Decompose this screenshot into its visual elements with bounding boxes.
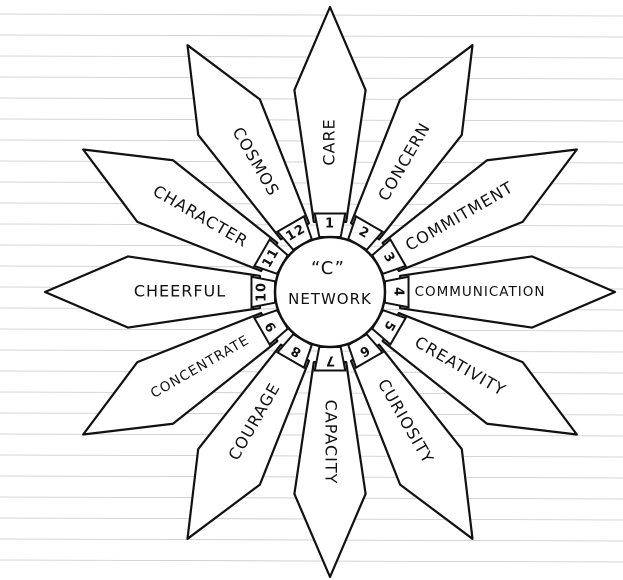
number-badge-label: 1	[325, 217, 335, 232]
petal-label-communication: COMMUNICATION	[415, 284, 546, 300]
ruled-line	[0, 539, 623, 541]
petal-label-capacity: CAPACITY	[322, 400, 341, 485]
ruled-line	[0, 350, 623, 352]
number-badge-label: 10	[255, 282, 270, 302]
ruled-line	[0, 14, 623, 16]
center-label-network: NETWORK	[288, 290, 372, 308]
ruled-line	[0, 35, 623, 37]
petal-label-care: CARE	[320, 118, 339, 165]
center-label-c: “C”	[311, 258, 345, 279]
number-badge-label: 7	[325, 353, 335, 368]
number-badge-label: 4	[391, 287, 406, 297]
petal-label-cheerful: CHEERFUL	[134, 282, 226, 301]
ruled-line	[0, 224, 623, 226]
petal-care	[294, 7, 365, 222]
ruled-line	[0, 560, 623, 562]
